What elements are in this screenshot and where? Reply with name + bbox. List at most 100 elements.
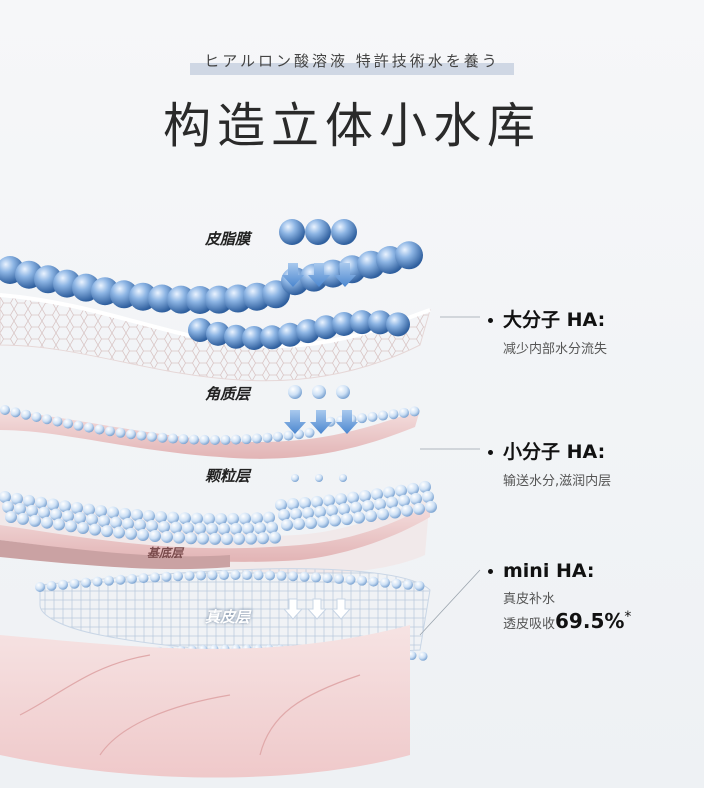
ha-bead	[296, 319, 320, 344]
ha-bead-small	[253, 570, 264, 581]
ha-bead-small	[322, 573, 333, 584]
ha-bead-small	[63, 418, 73, 429]
large-ha-molecules	[279, 219, 357, 245]
ha-bead	[260, 325, 284, 350]
ha-bead-small	[191, 512, 203, 525]
ha-bead-small	[107, 506, 119, 519]
ha-bead-small	[207, 570, 218, 581]
dermis-block	[0, 625, 410, 778]
ha-bead-small	[46, 580, 57, 591]
ha-bead-small	[362, 500, 374, 512]
down-arrows-bottom	[282, 598, 352, 620]
ha-bead-small	[62, 510, 74, 523]
ha-bead-small	[194, 522, 206, 535]
ha-bead-small	[155, 510, 167, 523]
ha-bead-small	[167, 511, 179, 524]
ha-bead-small	[299, 497, 311, 510]
ha-bead-small	[380, 577, 390, 588]
ha-bead-small	[35, 582, 45, 592]
ha-bead-small	[10, 407, 21, 418]
ha-bead-small	[231, 434, 241, 445]
ha-bead-small	[52, 416, 63, 427]
ha-bead-small	[41, 516, 53, 529]
ha-bead-small	[357, 413, 367, 424]
ha-bead-small	[136, 430, 147, 441]
ha-bead-small	[299, 571, 310, 582]
ha-bead-small	[335, 493, 347, 506]
ha-bead-small	[59, 500, 71, 513]
ha-bead-small	[389, 506, 401, 519]
ha-bead-small	[179, 512, 191, 525]
small-ha-molecules	[288, 385, 350, 482]
ha-bead-small	[150, 572, 160, 583]
ha-bead-small	[105, 426, 115, 437]
ha-bead-small	[138, 573, 149, 584]
ha-bead-small	[254, 522, 266, 535]
ha-bead-small	[98, 515, 110, 528]
ha-bead-small	[35, 496, 47, 509]
ha-bead-small	[158, 520, 170, 533]
ha-bead-small	[401, 504, 413, 517]
ha-bead-small	[338, 503, 350, 516]
bullet-dot	[488, 450, 493, 455]
ha-bead-small	[113, 526, 125, 539]
ha-bead-small	[395, 484, 407, 497]
ha-bead	[368, 310, 392, 335]
ha-bead-small	[218, 523, 230, 535]
ha-bead-small	[418, 651, 428, 661]
ha-bead-small	[323, 494, 335, 507]
ha-bead-small	[350, 501, 362, 514]
ha-bead-small	[391, 578, 402, 589]
ha-bead-small	[378, 410, 388, 421]
ha-bead	[206, 321, 230, 346]
ha-bead-small	[326, 504, 338, 517]
basal-layer	[0, 540, 230, 570]
ha-bead-small	[287, 498, 299, 511]
ha-bead-small	[203, 512, 215, 525]
ha-bead	[242, 325, 266, 350]
ha-bead-small	[127, 573, 137, 584]
ha-bead-small	[86, 513, 98, 526]
ha-bead-small	[386, 496, 398, 509]
ha-bead-small	[419, 480, 431, 493]
ha-bead-small	[104, 575, 114, 586]
layer-label-granular: 颗粒层	[205, 467, 251, 485]
ha-bead-small	[0, 405, 10, 415]
ha-bead	[395, 241, 423, 270]
ha-bead-small	[265, 570, 275, 581]
skin-layers-illustration	[0, 219, 481, 778]
ha-bead-small	[357, 575, 367, 586]
ha-bead-small	[425, 500, 437, 513]
ha-bead-small	[305, 517, 317, 530]
ha-bead-small	[266, 521, 278, 534]
ha-bead-small	[161, 571, 172, 582]
sebum-membrane-layer	[0, 241, 431, 382]
ha-bead-small	[53, 518, 65, 531]
layer-label-sebum: 皮脂膜	[205, 230, 251, 248]
ha-bead-small	[197, 532, 209, 545]
ha-bead-small	[341, 513, 353, 526]
ha-bead-small	[21, 409, 31, 420]
ha-bead-small	[210, 435, 220, 445]
ha-bead	[224, 324, 248, 349]
ha-bead-small	[334, 573, 344, 584]
ha-bead-small	[29, 514, 41, 527]
ha-bead-small	[110, 516, 122, 529]
ha-bead-small	[168, 433, 178, 444]
ha-bead	[350, 310, 374, 335]
ha-bead-small	[42, 414, 52, 425]
ha-bead-small	[143, 510, 155, 523]
ha-bead-small	[146, 520, 158, 533]
ha-bead-small	[2, 501, 14, 513]
ha-bead-small	[220, 434, 231, 445]
ha-bead-small	[311, 572, 321, 583]
header-subtitle: ヒアルロン酸溶液 特許技術水を養う	[190, 48, 514, 75]
layer-label-dermis: 真皮层	[205, 608, 251, 626]
ha-bead-small	[119, 507, 131, 520]
ha-bead-small	[11, 492, 23, 505]
ha-bead-small	[252, 433, 262, 444]
ha-bead-small	[278, 508, 290, 521]
ha-bead-small	[304, 427, 315, 438]
ha-bead-small	[17, 512, 29, 525]
ha-bead-small	[262, 432, 273, 443]
